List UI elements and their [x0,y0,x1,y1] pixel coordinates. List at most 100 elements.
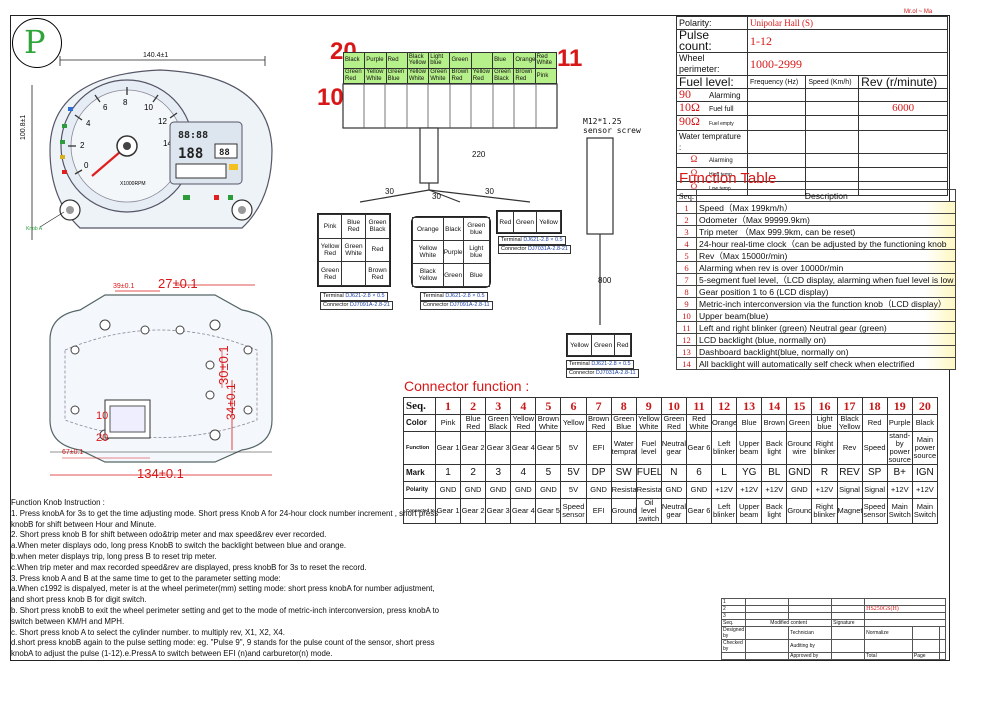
dim-27: 27±0.1 [158,276,198,291]
svg-text:X1000RPM: X1000RPM [120,181,146,187]
instruction-line: 3. Press knob A and B at the same time t… [11,573,281,583]
cf-mark-cell: N [660,464,687,482]
len-30c: 30 [485,187,494,196]
cf-connected-cell: Back light [761,498,788,524]
instruction-line: c. Short press knob A to select the cyli… [11,627,285,637]
cf-seq-cell: 1 [434,397,462,415]
cf-color-cell: Red [861,414,888,432]
cf-connected-cell: Main Switch [911,498,939,524]
pin-bot-1: Green Red [342,67,366,84]
pin-label-10: 10 [317,84,344,111]
cf-seq-cell: 9 [635,397,662,415]
cf-mark-cell: 5 [535,464,562,482]
cf-header: Connected to [403,498,436,524]
cf-mark-cell: SP [861,464,888,482]
cf-header: Function [403,431,436,465]
connector-function-title: Connector function : [404,378,530,394]
cf-mark-cell: GND [786,464,813,482]
ft-row: Speed（Max 199km/h） [696,201,957,214]
tb-normalize: Normalize [864,626,913,640]
svg-text:2: 2 [80,141,85,150]
connector-word: Connector [501,246,527,252]
pin-top-1: Black [342,52,366,69]
cf-connected-cell: Gear 4 [510,498,537,524]
cf-seq-cell: 12 [711,397,738,415]
cf-color-cell: Black Yellow [836,414,863,432]
fuel-row-label: Fuel full [709,106,734,113]
cf-color-cell: Blue Red [460,414,487,432]
pin-bot-9: Brown Red [513,67,536,84]
dim-top-width: 140.4±1 [143,52,169,59]
cf-color-cell: Orange [711,414,738,432]
cf-header: Polarity [403,481,436,499]
c1-cell: Pink [317,214,343,239]
cf-seq-cell: 5 [535,397,562,415]
cf-function-cell: Gear 1 [434,431,462,465]
wheel-value: 1000-2999 [747,52,948,76]
c3-cell: Yellow [536,211,561,233]
cf-polarity-cell: GND [786,481,813,499]
cf-color-cell: Red White [685,414,713,432]
cf-mark-cell: YG [736,464,763,482]
svg-text:0: 0 [84,161,89,170]
cf-color-cell: Green Blue [610,414,637,432]
cf-header: Seq. [403,397,436,415]
cf-function-cell: Fuel level [635,431,662,465]
cf-function-cell: Main power source [911,431,939,465]
ft-row: All backlight will automatically self ch… [696,357,957,370]
cf-seq-cell: 15 [786,397,813,415]
cf-function-cell: stand-by power source [886,431,913,465]
cf-connected-cell: Main Switch [886,498,913,524]
cf-seq-cell: 3 [485,397,512,415]
pin-bot-4: Yellow White [406,67,430,84]
cf-seq-cell: 20 [911,397,939,415]
ft-row: Upper beam(blue) [696,309,957,322]
cf-connected-cell: Ground [610,498,637,524]
cf-polarity-cell: GND [485,481,512,499]
pulse-value: 1-12 [747,29,948,53]
c4-connector: Connector DJ7031A-2.8-11 [566,369,639,378]
cf-function-cell: Upper beam [736,431,763,465]
cf-polarity-cell: GND [685,481,713,499]
ft-row: Left and right blinker (green) Neutral g… [696,321,957,334]
dim-39: 39±0.1 [113,283,135,290]
dim-left-height: 100.8±1 [20,114,27,140]
ft-row: Rev（Max 15000r/min) [696,249,957,262]
c2-cell: Orange [412,217,444,241]
svg-text:14: 14 [163,139,172,148]
len-800: 800 [598,276,612,285]
tb-modified: Modified content [745,619,833,627]
cf-polarity-cell: +12V [811,481,838,499]
cf-connected-cell: Upper beam [736,498,763,524]
cf-polarity-cell: Signal [861,481,888,499]
model-number: HS250GS(H) [864,605,946,613]
c4-cell: Green [590,334,616,356]
cf-connected-cell: Right blinker [811,498,838,524]
svg-text:88: 88 [219,148,230,158]
logo: P [12,18,62,68]
cf-polarity-cell: +12V [911,481,939,499]
cf-seq-cell: 8 [610,397,637,415]
pin-top-6: Green [449,52,472,69]
c1-connector-code: DJ7091A-2.8-21 [349,302,390,308]
pin-top-4: Black Yellow [406,52,430,69]
cf-function-cell: Rev [836,431,863,465]
knob-instructions: Function Knob Instruction :1. Press knob… [11,498,471,660]
cf-seq-cell: 13 [736,397,763,415]
cf-seq-cell: 10 [660,397,687,415]
gauge-front-drawing: 0 2 4 6 8 10 12 14 X1000RPM 88:88 188 88 [31,56,273,240]
instruction-line: 1. Press knobA for 3s to get the time ad… [11,508,439,518]
cf-function-cell: Gear 4 [510,431,537,465]
c2-cell: Black [442,217,464,241]
dim-10: 10 [96,410,109,422]
cf-color-cell: Purple [886,414,913,432]
svg-text:88:88: 88:88 [178,130,208,141]
pin-top-2: Purple [364,52,387,69]
